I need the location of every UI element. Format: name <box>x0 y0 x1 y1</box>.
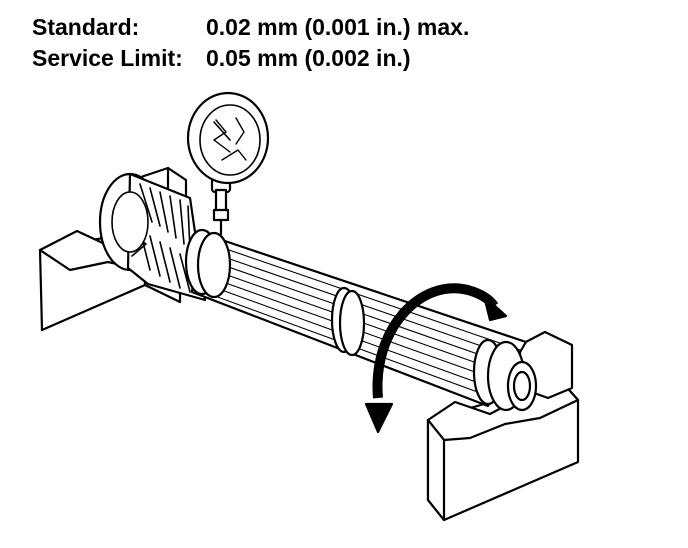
rotation-arrow-icon <box>364 283 508 434</box>
standard-row: Standard: 0.02 mm (0.001 in.) max. <box>32 12 469 43</box>
spec-table: Standard: 0.02 mm (0.001 in.) max. Servi… <box>32 12 469 74</box>
standard-label: Standard: <box>32 14 140 40</box>
shaft-icon <box>184 228 538 412</box>
service-limit-value: 0.05 mm (0.002 in.) <box>206 45 411 71</box>
standard-value: 0.02 mm (0.001 in.) max. <box>206 14 470 40</box>
service-limit-label: Service Limit: <box>32 45 183 71</box>
service-limit-row: Service Limit: 0.05 mm (0.002 in.) <box>32 43 469 74</box>
dial-indicator-icon <box>186 91 270 236</box>
right-v-block-icon <box>426 330 580 522</box>
